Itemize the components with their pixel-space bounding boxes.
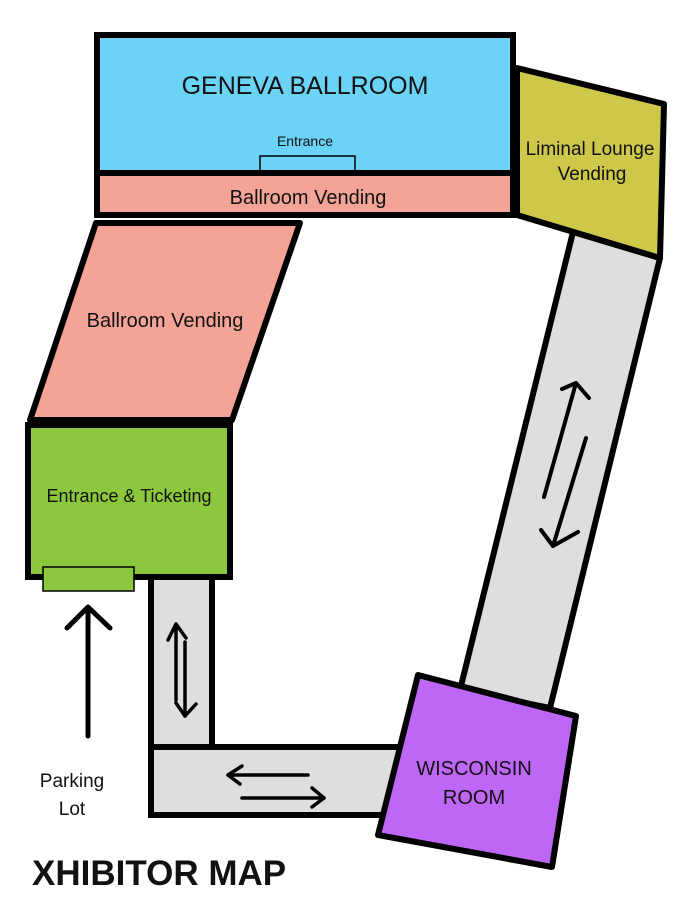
- geneva-ballroom-label: GENEVA BALLROOM: [182, 72, 429, 100]
- parking-lot-label-line2: Lot: [59, 799, 86, 820]
- wisconsin-room[interactable]: [375, 672, 579, 870]
- ballroom-vending-left[interactable]: [27, 220, 303, 423]
- double-arrow-vertical-icon: [166, 622, 198, 718]
- ballroom-vending-left-label: Ballroom Vending: [87, 310, 244, 332]
- entrance-ticketing-door[interactable]: [42, 566, 135, 592]
- ballroom-vending-top-label: Ballroom Vending: [230, 187, 387, 209]
- wisconsin-room-label-line1: WISCONSIN: [416, 758, 532, 780]
- ballroom-vending-top[interactable]: [94, 170, 516, 218]
- parking-up-arrow-icon: [64, 604, 113, 739]
- double-arrow-horizontal-icon: [226, 764, 326, 809]
- liminal-lounge-label-line2: Vending: [558, 164, 627, 185]
- geneva-entrance-label: Entrance: [277, 133, 333, 149]
- entrance-ticketing[interactable]: [25, 422, 233, 580]
- entrance-ticketing-label: Entrance & Ticketing: [46, 486, 211, 506]
- corridor-right-diagonal: [457, 229, 663, 711]
- wisconsin-room-label-line2: ROOM: [443, 787, 505, 809]
- geneva-ballroom[interactable]: [94, 32, 516, 176]
- double-arrow-diagonal-icon: [539, 381, 591, 548]
- map-title: XHIBITOR MAP: [32, 854, 286, 893]
- liminal-lounge-vending[interactable]: [514, 65, 667, 261]
- liminal-lounge-label-line1: Liminal Lounge: [526, 139, 655, 160]
- corridor-bottom-horizontal: [148, 744, 403, 818]
- corridor-left-vertical: [148, 574, 215, 750]
- parking-lot-label-line1: Parking: [40, 771, 104, 792]
